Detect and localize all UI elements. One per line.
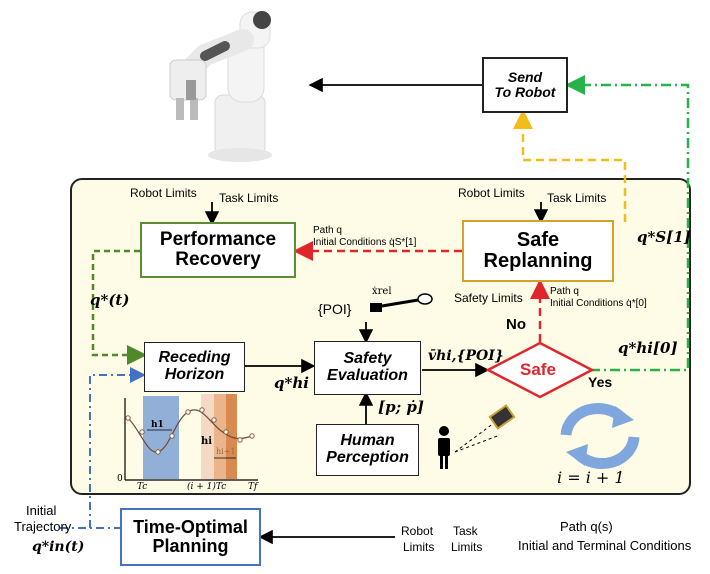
receding-horizon-box: Receding Horizon: [144, 342, 245, 392]
performance-recovery-line1: Performance: [159, 229, 277, 251]
yes-label: Yes: [588, 374, 613, 390]
q-in-star-label: q*in(t): [32, 539, 85, 555]
plot-tf-label: Tf: [248, 482, 258, 492]
xrel-label: ẋrel: [372, 286, 392, 297]
path-qs-label: Path q(s): [560, 519, 613, 534]
v-h-poi-label: v̄hi,{POI}: [428, 348, 504, 364]
initial-label: Initial: [26, 503, 57, 518]
send-to-robot-line1: Send: [507, 69, 543, 86]
safe-replanning-line1: Safe: [516, 229, 560, 251]
robot-limits-bottom-2: Limits: [403, 540, 435, 554]
human-perception-line2: Perception: [326, 449, 409, 466]
performance-recovery-box: Performance Recovery: [140, 222, 296, 278]
safety-evaluation-box: Safety Evaluation: [314, 341, 421, 395]
iteration-label: i = i + 1: [557, 468, 625, 487]
plot-hi1-label: hi+1: [216, 447, 236, 456]
initial-terminal-label: Initial and Terminal Conditions: [518, 538, 692, 553]
plot-tc-label: Tc: [137, 482, 148, 492]
trajectory-label: Trajectory: [14, 519, 72, 534]
q-h-star-0-label: q*hi[0]: [618, 339, 678, 357]
no-label: No: [506, 316, 526, 333]
path-q-right: Path q: [550, 286, 579, 297]
human-perception-box: Human Perception: [316, 424, 419, 476]
plot-i1tc-label: (i + 1)Tc: [187, 482, 227, 492]
q-star-t-label: q*(t): [90, 291, 130, 309]
q-s-star-label: q*S[1]: [637, 228, 691, 246]
time-optimal-planning-box: Time-Optimal Planning: [120, 508, 261, 566]
safe-replanning-line2: Replanning: [483, 250, 593, 272]
plot-hi-label: hi: [201, 436, 213, 447]
task-limits-right: Task Limits: [547, 191, 607, 205]
robot-limits-right: Robot Limits: [458, 186, 525, 200]
performance-recovery-line2: Recovery: [175, 249, 261, 270]
robot-limits-left: Robot Limits: [130, 186, 197, 200]
path-q-left: Path q: [313, 225, 342, 236]
initial-conditions-right: Initial Conditions q̇*[0]: [550, 298, 647, 309]
robot-limits-bottom-1: Robot: [401, 524, 434, 538]
plot-zero-label: 0: [117, 474, 123, 484]
task-limits-left: Task Limits: [219, 191, 279, 205]
human-perception-line1: Human: [340, 432, 395, 450]
safe-label: Safe: [520, 360, 556, 379]
receding-horizon-line2: Horizon: [164, 366, 225, 383]
time-optimal-planning-line1: Time-Optimal: [133, 517, 248, 538]
q-h-star-label: q*hi: [274, 374, 309, 392]
task-limits-bottom-2: Limits: [451, 540, 483, 554]
task-limits-bottom-1: Task: [453, 524, 478, 538]
receding-horizon-line1: Receding: [158, 349, 231, 367]
send-to-robot-line2: To Robot: [494, 84, 556, 100]
safety-evaluation-line2: Evaluation: [327, 367, 408, 384]
poi-label: {POI}: [318, 301, 352, 317]
time-optimal-planning-line2: Planning: [152, 536, 229, 556]
send-to-robot-box: Send To Robot: [482, 57, 568, 113]
plot-h1-label: h1: [151, 420, 164, 430]
initial-conditions-left: Initial Conditions q̇S*[1]: [313, 237, 417, 248]
safety-limits-label: Safety Limits: [454, 291, 523, 305]
p-pdot-label: [p; ṗ]: [378, 398, 424, 416]
safe-replanning-box: Safe Replanning: [462, 220, 614, 282]
safety-evaluation-line1: Safety: [343, 350, 392, 368]
